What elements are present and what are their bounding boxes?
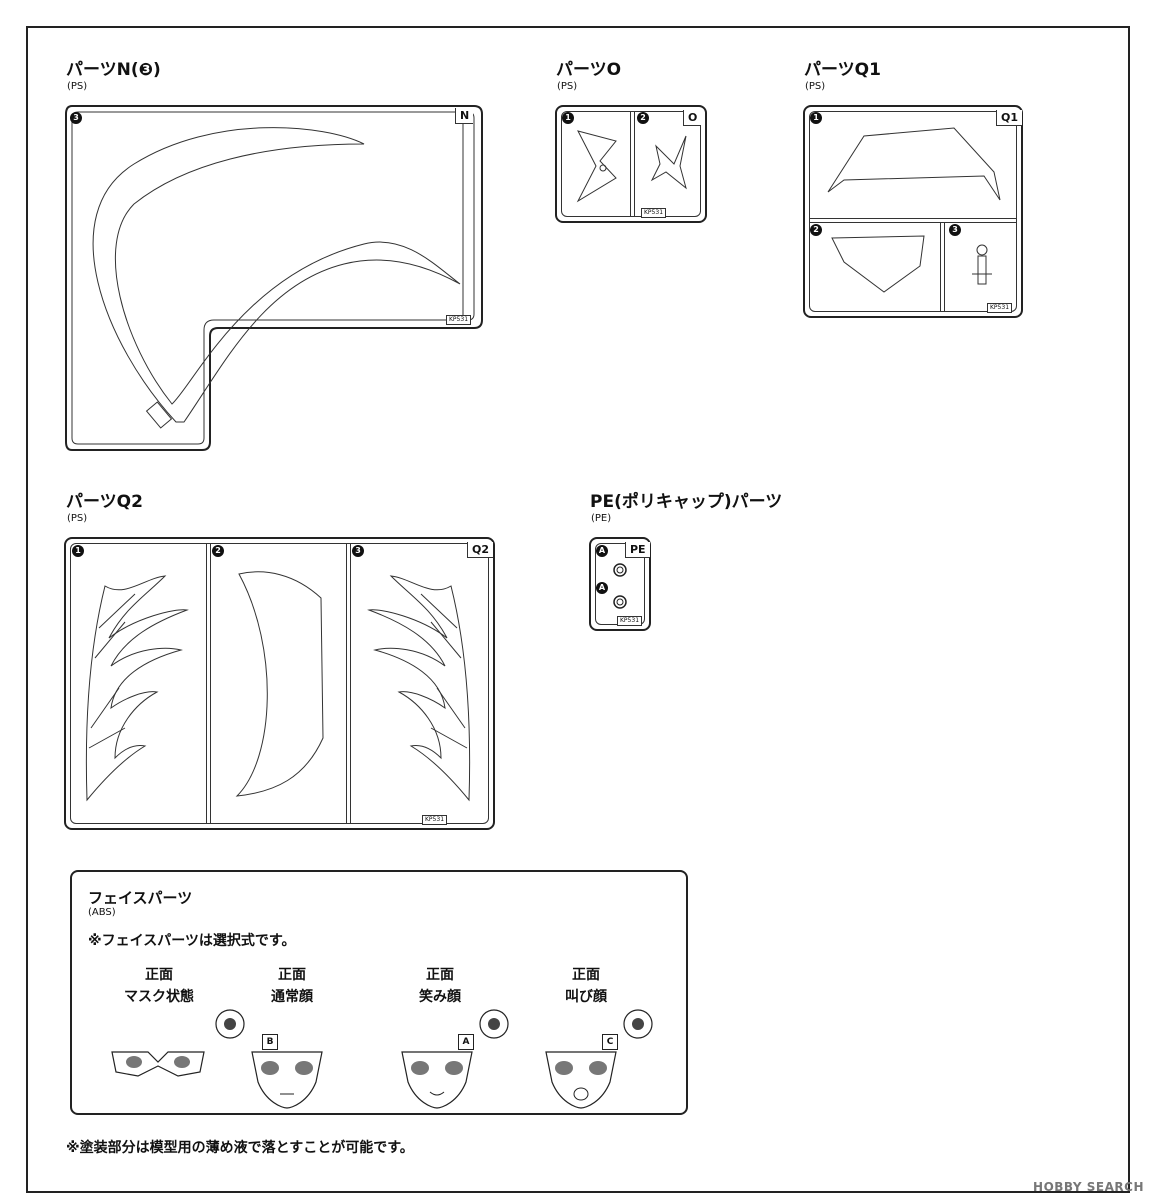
part-o-material: (PS) bbox=[557, 81, 578, 92]
part-q1-material: (PS) bbox=[805, 81, 826, 92]
face-parts-title: フェイスパーツ bbox=[88, 889, 193, 907]
face-normal-drawing bbox=[215, 1009, 323, 1109]
part-q2-shapes bbox=[85, 571, 471, 802]
part-q1-shapes bbox=[827, 127, 1001, 293]
part-pe-num-a2: A bbox=[596, 582, 608, 594]
face-option-mask-label: 正面マスク状態 bbox=[124, 967, 194, 1005]
part-q2-material: (PS) bbox=[67, 513, 88, 524]
face-parts-material: (ABS) bbox=[88, 907, 116, 918]
face-normal-letter: B bbox=[262, 1034, 278, 1050]
part-pe-material: (PE) bbox=[591, 513, 612, 524]
watermark-logo: HOBBY SEARCH bbox=[1033, 1180, 1144, 1194]
bottom-note: ※塗装部分は模型用の薄め液で落とすことが可能です。 bbox=[66, 1140, 414, 1156]
part-pe-title: PE(ポリキャップ)パーツ bbox=[590, 492, 783, 512]
part-n-sprue bbox=[65, 105, 483, 451]
part-n-material: (PS) bbox=[67, 81, 88, 92]
part-q2-num-2: 2 bbox=[212, 545, 224, 557]
part-pe-num-a1: A bbox=[596, 545, 608, 557]
face-option-shout-label: 正面叫び顔 bbox=[565, 967, 607, 1005]
face-smile-drawing bbox=[401, 1009, 509, 1109]
part-q1-tag: Q1 bbox=[996, 110, 1023, 126]
part-n-code: KP531 bbox=[446, 315, 472, 325]
face-option-normal-label: 正面通常顔 bbox=[271, 967, 313, 1005]
part-q2-tag: Q2 bbox=[467, 542, 494, 558]
part-n-num-3: 3 bbox=[70, 112, 82, 124]
face-shout-letter: C bbox=[602, 1034, 618, 1050]
part-o-code: KP531 bbox=[641, 208, 667, 218]
part-pe-caps bbox=[613, 563, 627, 609]
part-pe-tag: PE bbox=[625, 542, 650, 558]
part-q2-title: パーツQ2 bbox=[66, 492, 143, 512]
part-o-shapes bbox=[576, 130, 687, 203]
part-q2-num-1: 1 bbox=[72, 545, 84, 557]
part-pe-code: KP531 bbox=[617, 616, 643, 626]
part-o-sprue bbox=[555, 105, 707, 223]
part-o-tag: O bbox=[683, 110, 702, 126]
part-n-tag: N bbox=[455, 108, 474, 124]
face-smile-letter: A bbox=[458, 1034, 474, 1050]
part-o-num-2: 2 bbox=[637, 112, 649, 124]
part-q1-title: パーツQ1 bbox=[804, 60, 881, 80]
part-q2-code: KP531 bbox=[422, 815, 448, 825]
face-parts-box: フェイスパーツ (ABS) ※フェイスパーツは選択式です。 正面マスク状態 正面… bbox=[70, 870, 688, 1115]
face-shout-drawing bbox=[545, 1009, 653, 1109]
part-q1-num-1: 1 bbox=[810, 112, 822, 124]
face-mask-drawing bbox=[111, 1051, 205, 1077]
part-q1-num-2: 2 bbox=[810, 224, 822, 236]
part-n-title: パーツN(❸) bbox=[66, 60, 161, 80]
part-o-num-1: 1 bbox=[562, 112, 574, 124]
page-frame bbox=[26, 26, 1130, 1193]
part-o-title: パーツO bbox=[556, 60, 622, 80]
part-q1-num-3: 3 bbox=[949, 224, 961, 236]
part-q1-code: KP531 bbox=[987, 303, 1013, 313]
face-option-smile-label: 正面笑み顔 bbox=[419, 967, 461, 1005]
part-q2-num-3: 3 bbox=[352, 545, 364, 557]
face-parts-note: ※フェイスパーツは選択式です。 bbox=[88, 933, 296, 949]
